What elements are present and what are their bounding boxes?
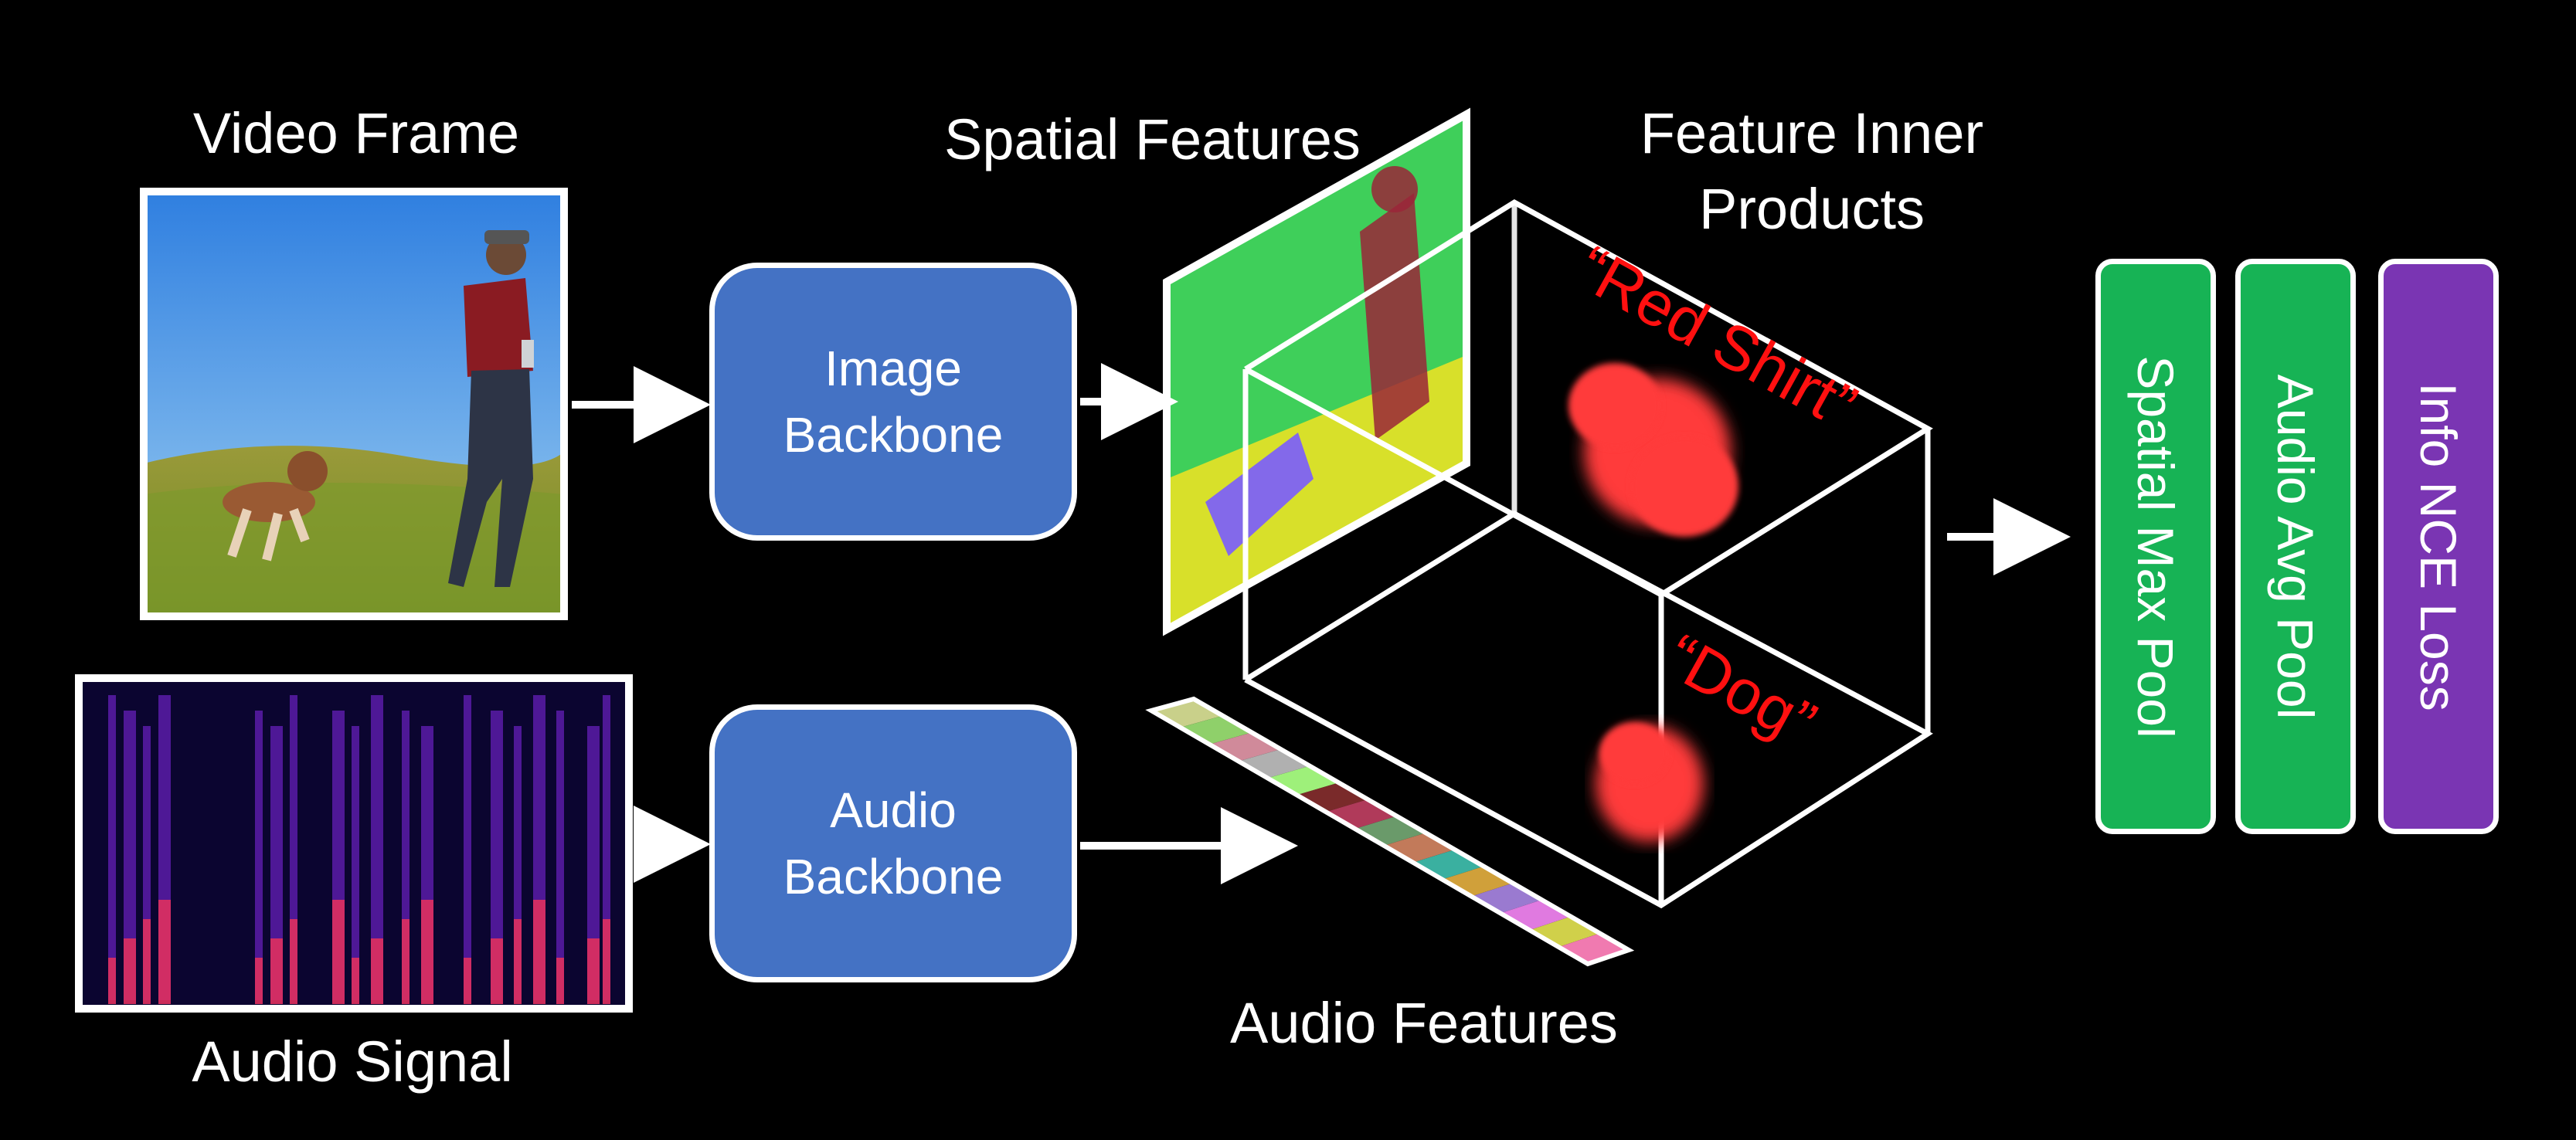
spectrogram-bar-hot	[587, 938, 600, 1004]
spatial-max-pool-label: Spatial Max Pool	[2127, 355, 2184, 738]
spectrogram-bar-hot	[352, 958, 359, 1004]
image-backbone-label-line2: Backbone	[783, 407, 1004, 463]
spectrogram-bar	[514, 726, 522, 1000]
video-frame-label: Video Frame	[192, 101, 520, 165]
spectrogram-bar-hot	[491, 938, 503, 1004]
spectrogram-bar-hot	[108, 958, 116, 1004]
spectrogram-bar	[352, 726, 359, 1000]
spectrogram-bar-hot	[270, 938, 283, 1004]
spectrogram-bar-hot	[255, 958, 263, 1004]
spatial-features-label: Spatial Features	[944, 107, 1361, 171]
spectrogram-bar	[491, 711, 503, 1000]
info-nce-loss-label: Info NCE Loss	[2410, 382, 2467, 711]
spectrogram-bar	[464, 695, 471, 1000]
spectrogram-bar-hot	[514, 919, 522, 1004]
spectrogram-bar	[603, 695, 610, 1000]
audio-avg-pool-label: Audio Avg Pool	[2267, 374, 2324, 719]
spectrogram-bar-hot	[290, 919, 297, 1004]
audio-feature-strip	[1145, 696, 1635, 967]
audio-backbone-label-line2: Backbone	[783, 849, 1004, 904]
audio-backbone-block: Audio Backbone	[709, 704, 1077, 982]
spatial-max-pool-block: Spatial Max Pool	[2095, 259, 2216, 834]
spectrogram-bars	[108, 695, 610, 1004]
spectrogram-bar-hot	[556, 958, 564, 1004]
audio-feature-cells	[1151, 699, 1629, 964]
spectrogram-bar-hot	[402, 919, 410, 1004]
spectrogram-bar	[290, 695, 297, 1000]
red-shirt-heatmap	[1568, 363, 1738, 537]
info-nce-loss-block: Info NCE Loss	[2378, 259, 2499, 834]
image-backbone-label-line1: Image	[824, 340, 962, 396]
spectrogram-bar	[371, 695, 383, 1000]
spectrogram-bar-hot	[421, 900, 433, 1004]
spectrogram-bar-hot	[603, 919, 610, 1004]
spectrogram-bar-hot	[464, 958, 471, 1004]
audio-signal-label: Audio Signal	[192, 1030, 513, 1094]
audio-spectrogram-image	[75, 674, 633, 1013]
spectrogram-bar	[143, 726, 151, 1000]
spectrogram-bar	[255, 711, 263, 1000]
spectrogram-bar	[270, 726, 283, 1000]
audio-features-label: Audio Features	[1230, 991, 1618, 1055]
spectrogram-bar-hot	[332, 900, 345, 1004]
feature-inner-products-label-line1: Feature Inner	[1640, 101, 1984, 165]
spectrogram-bar	[402, 711, 410, 1000]
audio-avg-pool-block: Audio Avg Pool	[2235, 259, 2356, 834]
audio-backbone-label-line1: Audio	[830, 782, 957, 838]
image-backbone-block: Image Backbone	[709, 263, 1077, 541]
spectrogram-bar	[108, 695, 116, 1000]
video-frame-image	[140, 188, 568, 620]
spectrogram-bar	[124, 711, 136, 1000]
spectrogram-bar-hot	[371, 938, 383, 1004]
spectrogram-bar-hot	[143, 919, 151, 1004]
spectrogram-bar-hot	[533, 900, 545, 1004]
spectrogram-bar	[556, 711, 564, 1000]
spectrogram-bar-hot	[158, 900, 171, 1004]
spectrogram-bar	[587, 726, 600, 1000]
feature-inner-products-label-line2: Products	[1698, 177, 1925, 241]
dog-heatmap	[1596, 722, 1704, 842]
spatial-feature-map	[1163, 107, 1470, 636]
spectrogram-bar-hot	[124, 938, 136, 1004]
